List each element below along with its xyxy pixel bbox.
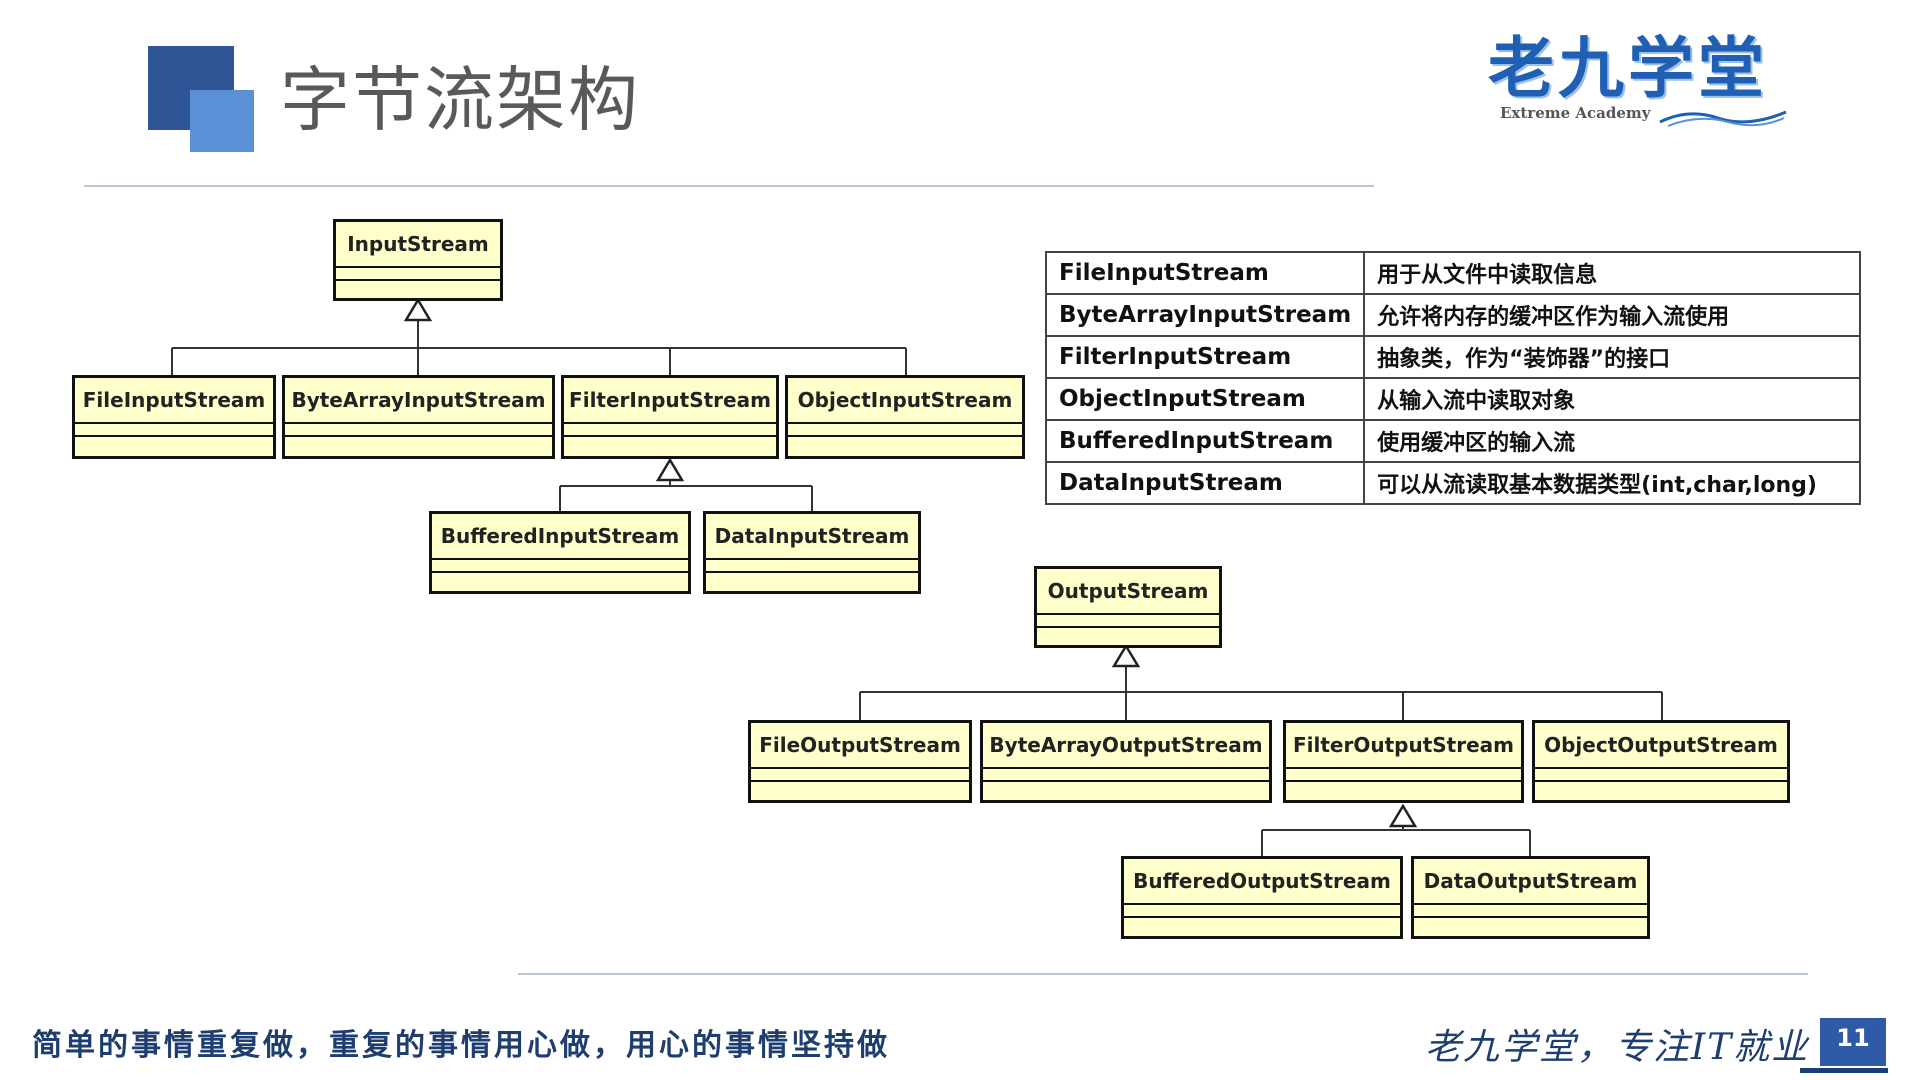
table-cell-class: ObjectInputStream — [1044, 377, 1366, 421]
uml-class-fileoutputstream: FileOutputStream — [748, 720, 972, 803]
uml-class-objectinputstream: ObjectInputStream — [785, 375, 1025, 459]
uml-class-objectoutputstream: ObjectOutputStream — [1532, 720, 1790, 803]
table-cell-desc: 抽象类，作为“装饰器”的接口 — [1363, 335, 1862, 379]
uml-class-bufferedoutputstream: BufferedOutputStream — [1121, 856, 1403, 939]
uml-class-name: FilterOutputStream — [1292, 733, 1514, 757]
table-row: ByteArrayInputStream 允许将内存的缓冲区作为输入流使用 — [1044, 293, 1862, 337]
uml-class-name: BufferedInputStream — [440, 524, 680, 548]
table-cell-desc: 可以从流读取基本数据类型(int,char,long) — [1363, 461, 1862, 505]
uml-class-name: ObjectInputStream — [797, 388, 1013, 412]
inherit-arrow-icon — [1388, 803, 1418, 828]
uml-class-outputstream: OutputStream — [1034, 566, 1222, 648]
uml-class-bytearrayoutputstream: ByteArrayOutputStream — [980, 720, 1272, 803]
brand-name-cn: 老九学堂 — [1488, 29, 1768, 107]
uml-class-name: ObjectOutputStream — [1544, 733, 1778, 757]
uml-class-name: OutputStream — [1047, 579, 1209, 603]
uml-class-name: FileOutputStream — [759, 733, 961, 757]
table-cell-class: BufferedInputStream — [1044, 419, 1366, 463]
table-cell-class: DataInputStream — [1044, 461, 1366, 505]
uml-class-filterinputstream: FilterInputStream — [561, 375, 779, 459]
uml-class-datainputstream: DataInputStream — [703, 511, 921, 594]
uml-class-name: InputStream — [347, 232, 489, 256]
uml-class-inputstream: InputStream — [333, 219, 503, 301]
inherit-arrow-icon — [1111, 643, 1141, 668]
footer-divider — [518, 973, 1808, 975]
uml-class-name: FilterInputStream — [569, 388, 771, 412]
uml-class-bytearrayinputstream: ByteArrayInputStream — [282, 375, 555, 459]
inherit-arrow-icon — [655, 457, 685, 482]
table-row: BufferedInputStream 使用缓冲区的输入流 — [1044, 419, 1862, 463]
page-badge-underline — [1800, 1068, 1888, 1073]
brand-name-en: Extreme Academy — [1500, 104, 1651, 122]
uml-class-name: ByteArrayInputStream — [291, 388, 546, 412]
footer-slogan: 老九学堂，专注IT就业 — [1425, 1027, 1810, 1068]
table-row: ObjectInputStream 从输入流中读取对象 — [1044, 377, 1862, 421]
table-cell-class: FilterInputStream — [1044, 335, 1366, 379]
uml-class-name: ByteArrayOutputStream — [989, 733, 1263, 757]
uml-class-fileinputstream: FileInputStream — [72, 375, 276, 459]
table-cell-desc: 从输入流中读取对象 — [1363, 377, 1862, 421]
table-cell-desc: 使用缓冲区的输入流 — [1363, 419, 1862, 463]
uml-class-name: DataOutputStream — [1423, 869, 1638, 893]
table-cell-desc: 允许将内存的缓冲区作为输入流使用 — [1363, 293, 1862, 337]
table-cell-class: ByteArrayInputStream — [1044, 293, 1366, 337]
page-number-badge: 11 — [1820, 1018, 1886, 1066]
table-row: DataInputStream 可以从流读取基本数据类型(int,char,lo… — [1044, 461, 1862, 505]
brand-wave-icon — [1659, 110, 1787, 127]
table-row: FileInputStream 用于从文件中读取信息 — [1044, 251, 1862, 295]
uml-class-name: FileInputStream — [82, 388, 266, 412]
table-cell-desc: 用于从文件中读取信息 — [1363, 251, 1862, 295]
description-table: FileInputStream 用于从文件中读取信息 ByteArrayInpu… — [1044, 251, 1862, 505]
brand-logo: 老九学堂 Extreme Academy — [1488, 32, 1818, 128]
page-title: 字节流架构 — [280, 59, 640, 141]
inherit-arrow-icon — [403, 297, 433, 322]
uml-class-name: DataInputStream — [714, 524, 910, 548]
footer-motto: 简单的事情重复做，重复的事情用心做，用心的事情坚持做 — [32, 1028, 890, 1063]
uml-class-filteroutputstream: FilterOutputStream — [1283, 720, 1524, 803]
title-divider — [84, 185, 1374, 187]
uml-class-dataoutputstream: DataOutputStream — [1411, 856, 1650, 939]
table-cell-class: FileInputStream — [1044, 251, 1366, 295]
table-row: FilterInputStream 抽象类，作为“装饰器”的接口 — [1044, 335, 1862, 379]
uml-class-bufferedinputstream: BufferedInputStream — [429, 511, 691, 594]
title-square-light — [190, 90, 254, 152]
uml-class-name: BufferedOutputStream — [1133, 869, 1391, 893]
